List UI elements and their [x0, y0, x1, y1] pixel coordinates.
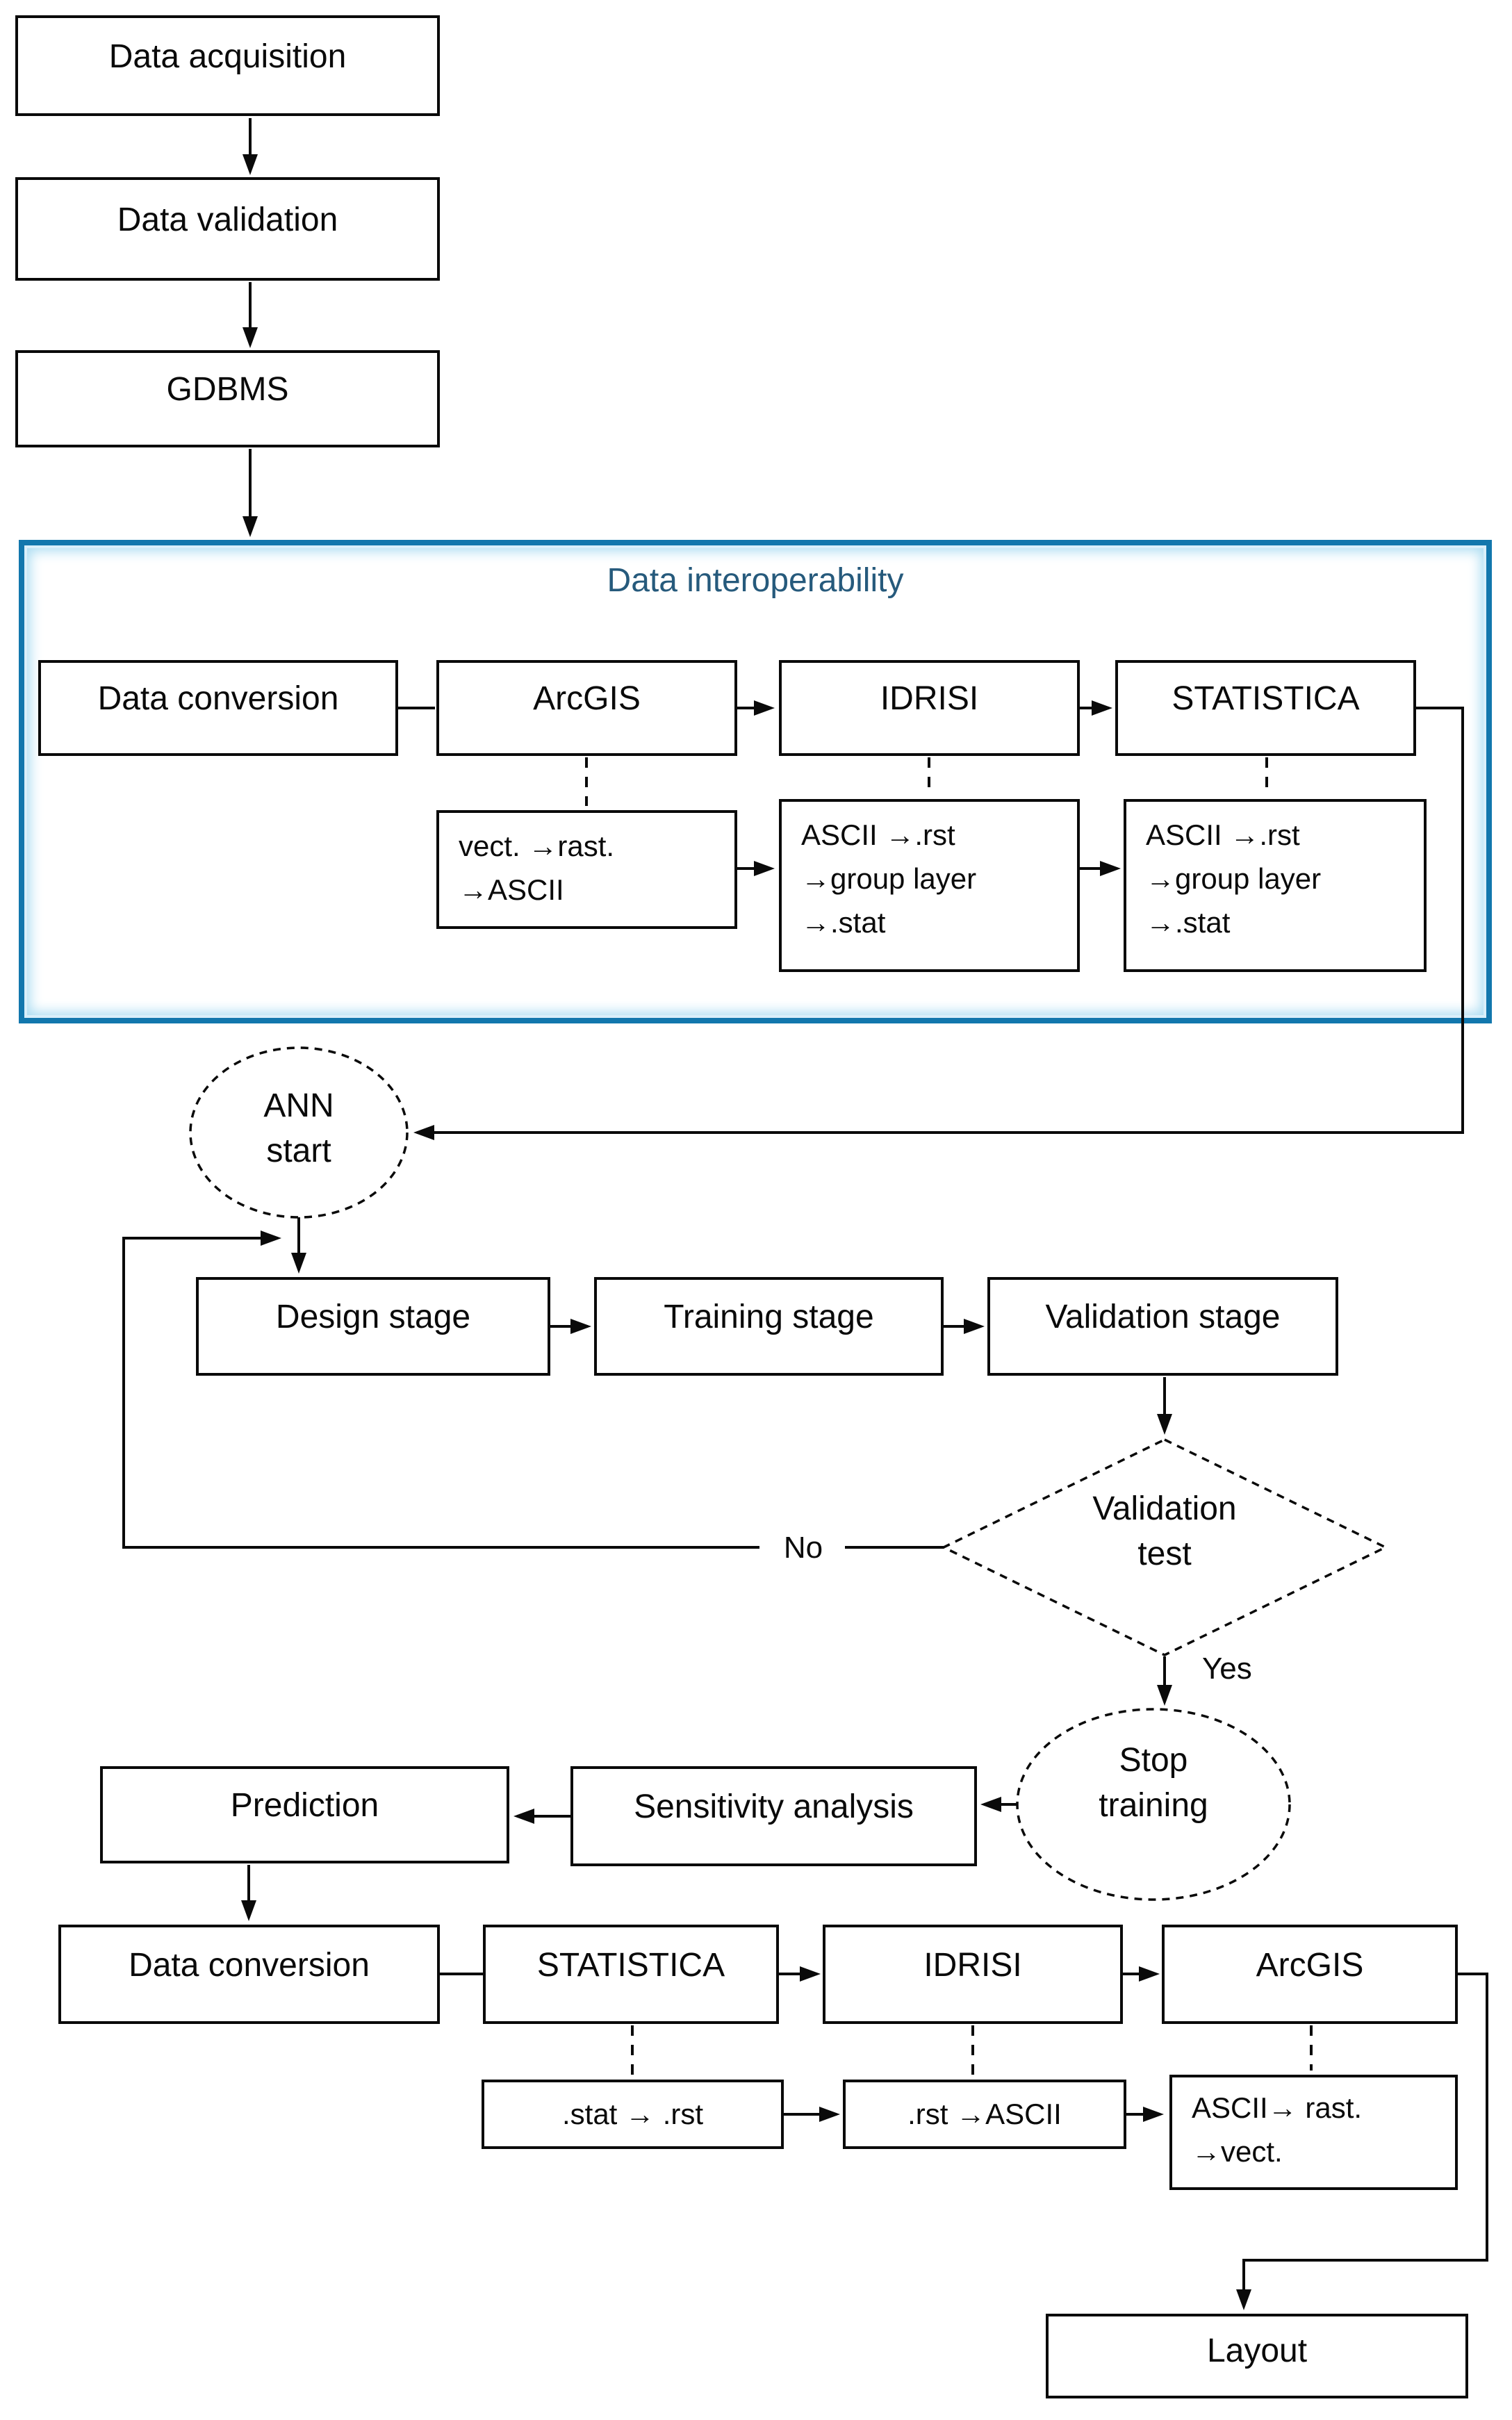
stop-training-line1: Stop — [1119, 1742, 1188, 1779]
idrisi-label: IDRISI — [880, 680, 979, 718]
ann-start-label: ANN start — [215, 1084, 382, 1174]
arcgis-label: ArcGIS — [533, 680, 641, 718]
layout-box: Layout — [1046, 2314, 1468, 2398]
yes-label: Yes — [1202, 1652, 1252, 1686]
gdbms-box: GDBMS — [15, 350, 440, 447]
statistica-detail-box: ASCII →.rst →group layer →.stat — [1124, 799, 1427, 972]
statistica-out-label: STATISTICA — [536, 1946, 725, 1984]
arrow-arcgis-to-layout — [1236, 1973, 1488, 2310]
arcgis-detail-box: vect. →rast. →ASCII — [436, 810, 737, 929]
idrisi-detail-line1: ASCII →.rst — [801, 818, 955, 851]
idrisi-box: IDRISI — [779, 660, 1080, 756]
validation-test-label: Validation test — [1040, 1487, 1290, 1577]
arcgis-detail-line1: vect. →rast. — [459, 830, 615, 862]
arcgis-box: ArcGIS — [436, 660, 737, 756]
statistica-out-detail-label: .stat → .rst — [561, 2097, 704, 2130]
data-acquisition-box: Data acquisition — [15, 15, 440, 116]
stop-training-line2: training — [1099, 1786, 1208, 1824]
stop-training-label: Stop training — [1028, 1738, 1279, 1829]
data-conversion-out-box: Data conversion — [58, 1925, 440, 2024]
prediction-box: Prediction — [100, 1766, 509, 1863]
arcgis-out-detail-line1: ASCII→ rast. — [1192, 2091, 1363, 2124]
validation-test-diamond — [941, 1438, 1388, 1656]
arcgis-out-box: ArcGIS — [1162, 1925, 1458, 2024]
idrisi-detail-box: ASCII →.rst →group layer →.stat — [779, 799, 1080, 972]
statistica-detail-line2: →group layer — [1146, 862, 1322, 895]
statistica-out-detail-box: .stat → .rst — [482, 2080, 784, 2149]
data-conversion-out-label: Data conversion — [129, 1946, 370, 1984]
no-label: No — [783, 1531, 823, 1565]
idrisi-out-label: IDRISI — [923, 1946, 1022, 1984]
stop-training-ellipse — [1016, 1708, 1291, 1901]
ann-start-ellipse — [189, 1046, 409, 1219]
data-validation-label: Data validation — [117, 201, 338, 238]
statistica-box: STATISTICA — [1115, 660, 1416, 756]
arcgis-out-detail-line2: →vect. — [1192, 2135, 1283, 2168]
data-validation-box: Data validation — [15, 177, 440, 281]
sensitivity-analysis-label: Sensitivity analysis — [634, 1788, 914, 1826]
ann-start-line1: ANN — [263, 1087, 334, 1124]
statistica-out-box: STATISTICA — [483, 1925, 779, 2024]
idrisi-detail-line2: →group layer — [801, 862, 977, 895]
validation-stage-box: Validation stage — [987, 1277, 1338, 1376]
idrisi-out-box: IDRISI — [823, 1925, 1123, 2024]
data-interoperability-title: Data interoperability — [607, 562, 904, 599]
validation-stage-label: Validation stage — [1045, 1299, 1281, 1336]
idrisi-out-detail-box: .rst →ASCII — [843, 2080, 1126, 2149]
arcgis-out-detail-box: ASCII→ rast. →vect. — [1169, 2075, 1458, 2190]
validation-test-line1: Validation — [1092, 1490, 1237, 1527]
data-acquisition-label: Data acquisition — [108, 38, 347, 75]
sensitivity-analysis-box: Sensitivity analysis — [570, 1766, 977, 1866]
design-stage-label: Design stage — [275, 1299, 471, 1336]
layout-label: Layout — [1206, 2332, 1308, 2370]
ann-start-line2: start — [266, 1132, 331, 1169]
design-stage-box: Design stage — [196, 1277, 550, 1376]
training-stage-box: Training stage — [594, 1277, 944, 1376]
idrisi-detail-line3: →.stat — [801, 906, 886, 939]
gdbms-label: GDBMS — [166, 371, 289, 409]
arrow-statistica-to-ann-start — [413, 707, 1464, 1140]
validation-test-line2: test — [1137, 1535, 1192, 1572]
training-stage-label: Training stage — [664, 1299, 874, 1336]
arcgis-out-label: ArcGIS — [1256, 1946, 1364, 1984]
data-conversion-box: Data conversion — [38, 660, 398, 756]
idrisi-out-detail-label: .rst →ASCII — [907, 2097, 1062, 2130]
statistica-label: STATISTICA — [1172, 680, 1360, 718]
statistica-detail-line3: →.stat — [1146, 906, 1231, 939]
prediction-label: Prediction — [230, 1787, 379, 1825]
arcgis-detail-line2: →ASCII — [459, 873, 564, 906]
statistica-detail-line1: ASCII →.rst — [1146, 818, 1300, 851]
data-conversion-label: Data conversion — [97, 680, 339, 718]
arrow-no-return-loop — [122, 1230, 759, 1549]
